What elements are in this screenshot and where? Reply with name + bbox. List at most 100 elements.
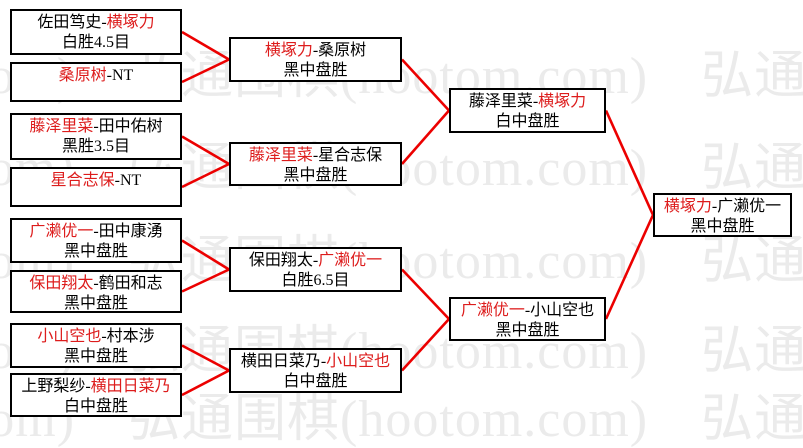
player-name: 星合志保 [318,147,383,164]
match-box-quarterfinals-4: 横田日菜乃-小山空也白中盘胜 [229,348,402,393]
match-players: 横塚力-广濑优一 [655,197,790,217]
winner-name: 广濑优一 [318,252,383,269]
bracket-connector [181,135,230,166]
winner-name: 广濑优一 [460,302,525,319]
match-box-round-of-16-7: 小山空也-村本涉黑中盘胜 [10,323,182,368]
name-separator: - [93,118,99,135]
bracket-connector [604,214,655,320]
bracket-connector [401,318,450,372]
match-players: 保田翔太-广濑优一 [231,251,400,271]
name-separator: - [106,67,112,84]
match-result: 黑中盘胜 [63,295,128,312]
winner-name: 桑原树 [58,67,107,84]
bracket-connector [181,369,230,397]
match-result: 白中盘胜 [283,373,348,390]
player-name: NT [112,67,134,84]
match-players: 星合志保-NT [12,171,180,191]
player-name: 桑原树 [318,42,367,59]
bracket-connector [604,109,655,216]
match-result: 黑中盘胜 [283,62,348,79]
match-box-round-of-16-2: 桑原树-NT [10,62,182,102]
match-players: 上野梨纱-横田日菜乃 [12,377,180,397]
match-result: 白胜4.5目 [61,34,130,51]
name-separator: - [312,42,319,59]
match-result: 黑中盘胜 [63,243,128,260]
player-name: 佐田笃史 [37,14,102,31]
bracket-connector [181,344,230,372]
match-players: 横田日菜乃-小山空也 [231,352,400,372]
bracket-connector [181,239,230,271]
name-separator: - [312,252,319,269]
match-box-round-of-16-3: 藤泽里菜-田中佑树黑胜3.5目 [10,113,182,160]
match-result: 白中盘胜 [495,113,560,130]
winner-name: 横塚力 [264,42,313,59]
player-name: NT [120,172,142,189]
bracket-connector [181,30,230,61]
winner-name: 星合志保 [50,172,115,189]
winner-name: 广濑优一 [29,223,94,240]
match-box-quarterfinals-3: 保田翔太-广濑优一白胜6.5目 [229,247,402,292]
winner-name: 横田日菜乃 [90,378,171,395]
winner-name: 横塚力 [538,93,587,110]
match-box-round-of-16-4: 星合志保-NT [10,167,182,207]
bracket-connector [181,58,230,84]
bracket-connector [181,268,230,293]
match-result: 黑胜3.5目 [61,138,130,155]
winner-name: 藤泽里菜 [248,147,313,164]
name-separator: - [320,353,327,370]
match-box-round-of-16-5: 广濑优一-田中康湧黑中盘胜 [10,218,182,263]
match-players: 小山空也-村本涉 [12,327,180,347]
name-separator: - [85,378,91,395]
bracket-connector [181,162,230,189]
match-result: 黑中盘胜 [283,167,348,184]
match-box-semifinals-1: 藤泽里菜-横塚力白中盘胜 [449,88,606,133]
name-separator: - [93,223,99,240]
match-box-round-of-16-8: 上野梨纱-横田日菜乃白中盘胜 [10,373,182,417]
match-players: 藤泽里菜-星合志保 [231,146,400,166]
name-separator: - [114,172,120,189]
match-box-quarterfinals-2: 藤泽里菜-星合志保黑中盘胜 [229,142,402,186]
bracket-connector [401,268,450,320]
player-name: 上野梨纱 [21,378,86,395]
match-players: 桑原树-NT [12,66,180,86]
match-players: 保田翔太-鹤田和志 [12,274,180,294]
player-name: 保田翔太 [248,252,313,269]
match-result: 黑中盘胜 [63,348,128,365]
player-name: 村本涉 [106,328,155,345]
name-separator: - [312,147,319,164]
match-result: 白中盘胜 [63,398,128,415]
player-name: 田中康湧 [98,223,163,240]
name-separator: - [101,328,107,345]
winner-name: 小山空也 [37,328,102,345]
match-box-round-of-16-6: 保田翔太-鹤田和志黑中盘胜 [10,270,182,313]
player-name: 鹤田和志 [98,275,163,292]
winner-name: 藤泽里菜 [29,118,94,135]
player-name: 田中佑树 [98,118,163,135]
winner-name: 保田翔太 [29,275,94,292]
bracket-connector [401,58,450,112]
match-box-semifinals-2: 广濑优一-小山空也黑中盘胜 [449,297,606,341]
player-name: 广濑优一 [717,198,782,215]
name-separator: - [93,275,99,292]
match-players: 藤泽里菜-横塚力 [451,92,604,112]
player-name: 横田日菜乃 [240,353,321,370]
match-result: 黑中盘胜 [495,322,560,339]
name-separator: - [711,198,718,215]
match-players: 佐田笃史-横塚力 [12,13,180,33]
winner-name: 小山空也 [326,353,391,370]
match-players: 横塚力-桑原树 [231,41,400,61]
match-players: 藤泽里菜-田中佑树 [12,117,180,137]
match-box-final-1: 横塚力-广濑优一黑中盘胜 [653,193,792,237]
name-separator: - [532,93,539,110]
winner-name: 横塚力 [663,198,712,215]
match-players: 广濑优一-小山空也 [451,301,604,321]
name-separator: - [101,14,107,31]
match-result: 黑中盘胜 [690,218,755,235]
match-box-quarterfinals-1: 横塚力-桑原树黑中盘胜 [229,37,402,82]
winner-name: 横塚力 [106,14,155,31]
bracket-connector [401,109,450,165]
player-name: 小山空也 [530,302,595,319]
match-result: 白胜6.5目 [281,272,350,289]
name-separator: - [524,302,531,319]
